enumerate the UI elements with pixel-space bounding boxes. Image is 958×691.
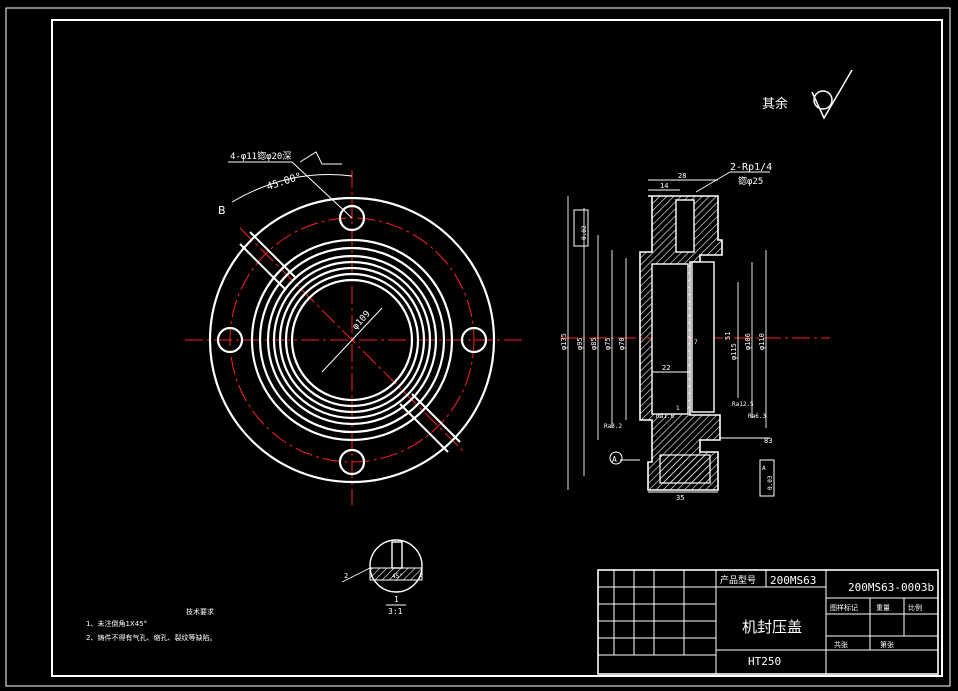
dia-115: φ115 (730, 343, 738, 360)
angle-label: 45.00° (266, 171, 304, 193)
section-mark: B (218, 204, 226, 217)
dim-7: 7 (694, 339, 698, 346)
dia-106: φ106 (744, 333, 752, 350)
notes-heading: 技术要求 (186, 607, 214, 616)
ra-16: Ra1.6 (656, 413, 674, 420)
ra-63: Ra6.3 (748, 413, 766, 420)
outer-frame (5, 7, 951, 687)
sheet-total: 共张 (834, 640, 848, 649)
datum-a-small: A (762, 465, 766, 472)
dim-83: 83 (764, 437, 772, 445)
dia-inner-label: φ109 (351, 309, 373, 332)
detail-dim-b: 45° (392, 573, 403, 580)
roughness-symbol-icon (811, 69, 853, 120)
product-type-value: 200MS63 (770, 574, 816, 587)
dia-85: φ85 (590, 337, 598, 350)
product-type-label: 产品型号 (720, 574, 756, 586)
counterbore-label: 锪φ25 (738, 175, 763, 187)
thread-label: 2-Rp1/4 (730, 162, 772, 173)
note-2: 2、铸件不得有气孔、缩孔、裂纹等缺陷。 (86, 633, 216, 642)
dim-1: 1 (676, 405, 680, 412)
dia-70: φ70 (618, 337, 626, 350)
drawing-number: 200MS63-0003b (848, 581, 934, 594)
datum-a: A (612, 455, 617, 464)
dim-14: 14 (660, 182, 668, 190)
dia-110: φ110 (758, 333, 766, 350)
dim-51: 51 (724, 332, 732, 340)
surface-note: 其余 (762, 96, 788, 112)
detail-dim-a: 2 (344, 572, 348, 580)
stage-label: 图样标记 (830, 603, 858, 612)
ra-125: Ra12.5 (732, 401, 754, 408)
dia-95: φ95 (576, 337, 584, 350)
ra-32: Ra3.2 (604, 423, 622, 430)
material: HT250 (748, 655, 781, 668)
dim-22: 22 (662, 364, 670, 372)
detail-scale: 3:1 (388, 607, 403, 616)
dia-75: φ75 (604, 337, 612, 350)
hole-callout: 4-φ11锪φ20深 (230, 150, 291, 162)
top-view: φ109 4-φ11锪φ20深 45.00° B (185, 150, 525, 505)
tolerance-a: 0.02 (581, 225, 588, 240)
note-1: 1、未注倒角1X45° (86, 619, 147, 628)
dim-28: 28 (678, 172, 686, 180)
section-view: 2-Rp1/4 锪φ25 14 28 35 22 51 83 7 1 φ135 … (560, 162, 830, 502)
sheet-no: 第张 (880, 640, 894, 649)
dia-135: φ135 (560, 333, 568, 350)
tolerance-b: 0.03 (767, 475, 774, 490)
detail-label: 1 (394, 595, 399, 604)
detail-view: 2 45° 1 3:1 (341, 539, 423, 616)
inner-frame (51, 19, 943, 677)
title-block (597, 569, 939, 675)
scale-label: 比例 (908, 603, 922, 612)
part-name: 机封压盖 (742, 618, 802, 636)
dim-35: 35 (676, 494, 684, 502)
weight-label: 重量 (876, 604, 890, 612)
